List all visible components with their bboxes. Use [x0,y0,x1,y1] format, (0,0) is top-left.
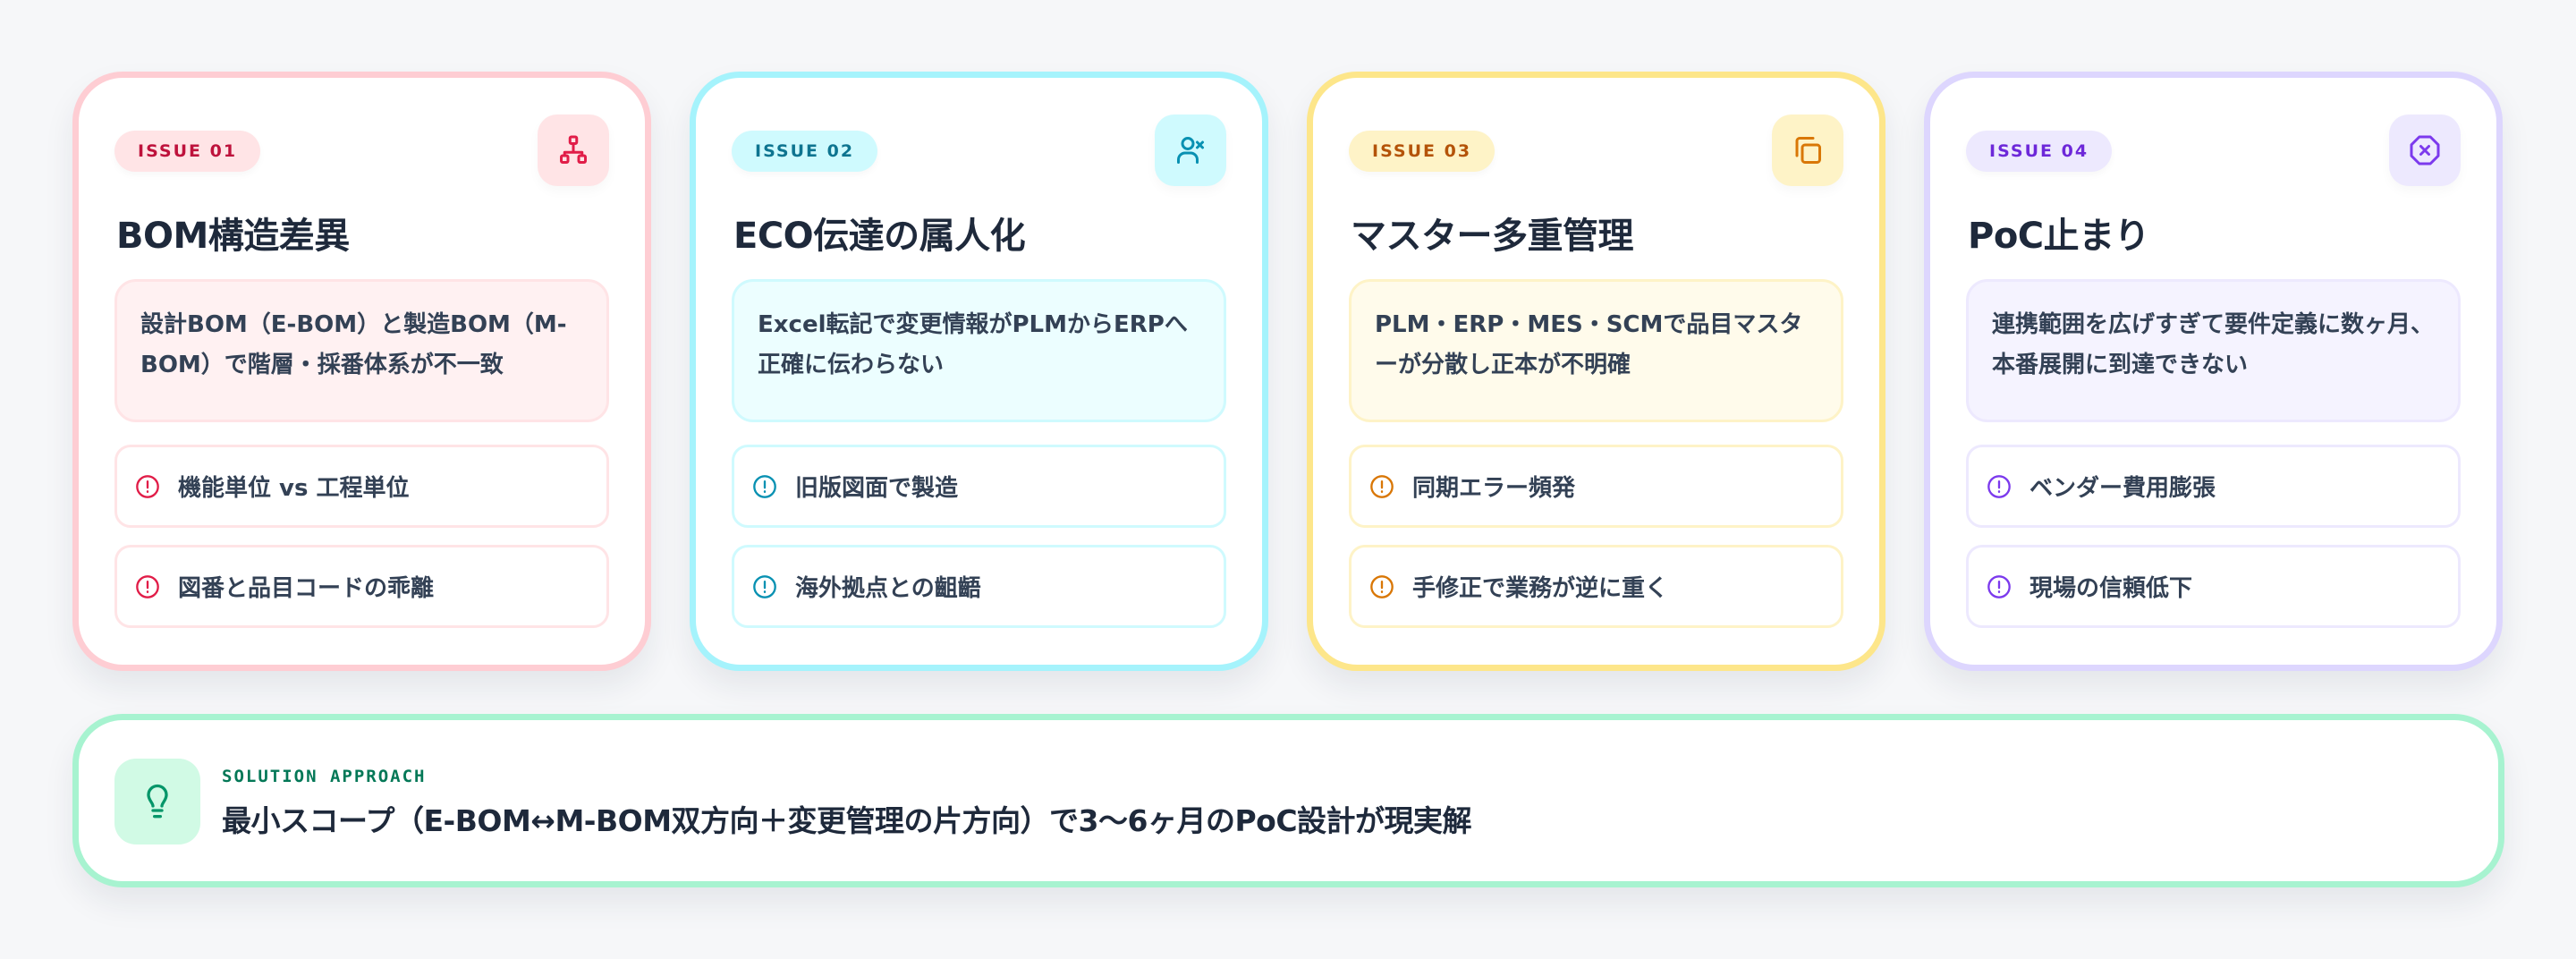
issue-point: 図番と品目コードの乖離 [114,545,609,628]
user-x-icon [1155,115,1226,186]
issue-point-text: 旧版図面で製造 [795,475,959,502]
issue-card-1: ISSUE 01 BOM構造差異 設計BOM（E-BOM）と製造BOM（M-BO… [72,72,651,671]
solution-label: SOLUTION APPROACH [222,767,427,786]
issue-title: PoC止まり [1968,216,2150,257]
issue-point-text: 手修正で業務が逆に重く [1412,575,1669,602]
solution-text: 最小スコープ（E-BOM↔M-BOM双方向＋変更管理の片方向）で3〜6ヶ月のPo… [222,803,1472,838]
issue-points: 旧版図面で製造 海外拠点との齟齬 [732,445,1226,645]
issue-point: 機能単位 vs 工程単位 [114,445,609,528]
issue-title: ECO伝達の属人化 [733,216,1026,257]
solution-approach-panel: SOLUTION APPROACH 最小スコープ（E-BOM↔M-BOM双方向＋… [72,714,2504,887]
issue-points: ベンダー費用膨張 現場の信頼低下 [1966,445,2461,645]
issue-description: 設計BOM（E-BOM）と製造BOM（M-BOM）で階層・採番体系が不一致 [114,279,609,422]
alert-circle-icon [1370,474,1394,498]
issue-description: Excel転記で変更情報がPLMからERPへ正確に伝わらない [732,279,1226,422]
alert-circle-icon [1987,474,2011,498]
issue-point: 海外拠点との齟齬 [732,545,1226,628]
lightbulb-icon [114,759,200,844]
issue-card-2: ISSUE 02 ECO伝達の属人化 Excel転記で変更情報がPLMからERP… [690,72,1268,671]
issue-badge: ISSUE 02 [732,131,878,172]
alert-circle-icon [1987,574,2011,598]
alert-circle-icon [753,474,776,498]
issue-point-text: 図番と品目コードの乖離 [178,575,435,602]
issue-point: 現場の信頼低下 [1966,545,2461,628]
issue-point-text: 同期エラー頻発 [1412,475,1576,502]
issue-title: BOM構造差異 [116,216,350,257]
issue-cards: ISSUE 01 BOM構造差異 設計BOM（E-BOM）と製造BOM（M-BO… [72,72,2503,671]
issue-point: 旧版図面で製造 [732,445,1226,528]
issue-point: 手修正で業務が逆に重く [1349,545,1843,628]
issue-description: PLM・ERP・MES・SCMで品目マスターが分散し正本が不明確 [1349,279,1843,422]
issue-badge: ISSUE 04 [1966,131,2113,172]
issue-badge: ISSUE 01 [114,131,261,172]
alert-circle-icon [1370,574,1394,598]
alert-circle-icon [136,574,159,598]
hierarchy-icon [538,115,609,186]
issue-title: マスター多重管理 [1351,216,1634,257]
issue-point: 同期エラー頻発 [1349,445,1843,528]
issue-point-text: 現場の信頼低下 [2029,575,2193,602]
issue-card-3: ISSUE 03 マスター多重管理 PLM・ERP・MES・SCMで品目マスター… [1307,72,1885,671]
copy-icon [1772,115,1843,186]
issue-card-4: ISSUE 04 PoC止まり 連携範囲を広げすぎて要件定義に数ヶ月、本番展開に… [1924,72,2503,671]
issue-badge: ISSUE 03 [1349,131,1496,172]
issue-points: 機能単位 vs 工程単位 図番と品目コードの乖離 [114,445,609,645]
alert-circle-icon [753,574,776,598]
octagon-x-icon [2389,115,2461,186]
issue-point-text: 機能単位 vs 工程単位 [178,475,410,502]
issue-point-text: ベンダー費用膨張 [2029,475,2216,502]
issue-description: 連携範囲を広げすぎて要件定義に数ヶ月、本番展開に到達できない [1966,279,2461,422]
issue-point: ベンダー費用膨張 [1966,445,2461,528]
alert-circle-icon [136,474,159,498]
issue-points: 同期エラー頻発 手修正で業務が逆に重く [1349,445,1843,645]
issue-point-text: 海外拠点との齟齬 [795,575,981,602]
